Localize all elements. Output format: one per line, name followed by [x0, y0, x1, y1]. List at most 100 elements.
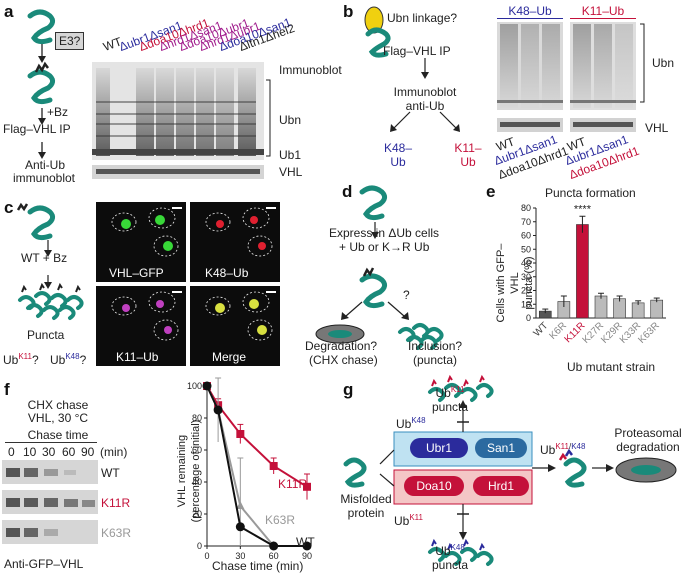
k11-title-rule — [570, 18, 636, 19]
row-label-wt: WT — [101, 466, 120, 480]
ubk11-label: UbK11? — [3, 352, 39, 367]
data-point — [213, 405, 223, 415]
ubr1-label: Ubr1 — [425, 441, 452, 455]
time-tick: 10 — [23, 445, 37, 459]
data-point — [302, 541, 312, 551]
panel-a-label: a — [4, 2, 14, 21]
y-tick-label: 70 — [521, 217, 531, 227]
line-xlabel: Chase time (min) — [212, 559, 304, 573]
chx-label: (CHX chase) — [309, 353, 378, 367]
chase-time-rule — [5, 442, 97, 443]
k11-ub-label: K11– Ub — [454, 141, 482, 169]
significance-stars: **** — [574, 203, 592, 215]
b-antiub-label: anti-Ub — [405, 99, 445, 113]
data-point — [269, 541, 279, 551]
y-tick-label: 100 — [187, 381, 202, 391]
san1-label: San1 — [486, 441, 516, 455]
bar — [650, 299, 664, 319]
panel-b-schematic — [364, 6, 460, 132]
b-ubn-bracket — [640, 23, 645, 103]
anti-gfp-label: Anti-GFP–VHL — [4, 557, 84, 571]
line-chart: 0 20 40 60 80 100 0 30 60 90 — [187, 377, 312, 561]
series-label-k11r: K11R — [278, 477, 308, 491]
y-tick-label: 0 — [197, 541, 202, 551]
panel-c-label: c — [4, 198, 14, 217]
vhl-label: VHL — [279, 165, 303, 179]
img-vhl-label: VHL–GFP — [109, 266, 164, 280]
chase-time-label: Chase time — [27, 428, 89, 442]
time-tick: 90 — [81, 445, 95, 459]
panel-b-lane-labels: WT Δubr1Δsan1 Δdoa10Δhrd1 WT Δubr1Δsan1 … — [492, 132, 642, 184]
x-tick-label: K63R — [636, 320, 661, 345]
chx-title-1: CHX chase — [27, 398, 89, 412]
img-k11-label: K11–Ub — [116, 350, 159, 364]
series-label-k63r: K63R — [265, 513, 296, 527]
e3-box: E3? — [55, 32, 85, 50]
row-label-k63r: K63R — [101, 526, 132, 540]
bar — [576, 224, 589, 319]
inclusion-label: Inclusion? — [408, 339, 463, 353]
blot-k48-title: K48–Ub — [508, 4, 552, 18]
ubn-label: Ubn — [279, 113, 302, 127]
panel-g-label: g — [343, 380, 354, 399]
x-tick-label: 90 — [302, 551, 312, 561]
wtbz-label: WT + Bz — [21, 251, 68, 265]
k48-title-rule — [497, 18, 563, 19]
bar — [631, 302, 645, 319]
chart-title: Puncta formation — [545, 186, 636, 200]
k48-ub-label: K48– Ub — [383, 141, 413, 169]
panel-g-diagram — [343, 374, 677, 566]
d-question: ? — [403, 288, 410, 302]
y-tick-label: 60 — [521, 231, 531, 241]
ip-label: Flag–VHL IP — [3, 122, 71, 136]
b-ubn-label: Ubn — [652, 56, 675, 70]
panel-d-schematic — [315, 185, 444, 350]
ub1-label: Ub1 — [279, 148, 302, 162]
y-tick-label: 20 — [192, 509, 202, 519]
y-tick-label: 30 — [521, 272, 531, 282]
degradation-label: Degradation? — [305, 339, 378, 353]
y-tick-label: 40 — [192, 477, 202, 487]
data-point — [303, 482, 311, 491]
immunoblot-label: immunoblot — [12, 171, 76, 185]
k48-label: UbK48 — [396, 416, 426, 431]
chx-title-2: VHL, 30 °C — [27, 411, 89, 425]
x-tick-label: WT — [532, 320, 551, 339]
time-tick: 60 — [62, 445, 76, 459]
bar — [613, 298, 626, 319]
panel-f-label: f — [4, 380, 10, 399]
img-merge-label: Merge — [212, 350, 247, 364]
y-tick-label: 80 — [521, 203, 531, 213]
data-point — [236, 430, 245, 438]
y-tick-label: 0 — [526, 313, 531, 323]
ub-label: + Ub or K→R Ub — [339, 240, 430, 254]
puncta-label: Puncta — [27, 328, 65, 342]
img-k48-label: K48–Ub — [205, 266, 249, 280]
y-tick-label: 10 — [521, 299, 531, 309]
ubn-bracket — [266, 79, 271, 157]
panel-a-schematic — [27, 9, 56, 159]
y-tick-label: 40 — [521, 258, 531, 268]
b-immunoblot-label: Immunoblot — [393, 85, 457, 99]
time-tick: 30 — [42, 445, 56, 459]
immunoblot-title: Immunoblot — [279, 63, 342, 77]
panel-b-label: b — [343, 2, 354, 21]
panel-c-micrographs — [96, 202, 280, 366]
bar-chart: 01020304050607080WTK6RK11R****K27RK29RK3… — [521, 203, 666, 346]
y-tick-label: 80 — [192, 413, 202, 423]
blot-k11-title: K11–Ub — [581, 4, 625, 18]
time-tick: 0 — [8, 445, 15, 459]
k11k48-label: UbK11/K48 — [540, 442, 586, 457]
proteasome-icon — [315, 324, 365, 344]
y-tick-label: 60 — [192, 445, 202, 455]
x-tick-label: 30 — [235, 551, 245, 561]
data-point — [269, 462, 278, 470]
d-puncta-label: (puncta) — [413, 353, 458, 367]
panel-a-blot — [92, 62, 264, 179]
b-vhl-label: VHL — [645, 121, 669, 135]
x-tick-label: 0 — [204, 551, 209, 561]
panel-e-label: e — [486, 182, 496, 201]
x-tick-label: 60 — [269, 551, 279, 561]
